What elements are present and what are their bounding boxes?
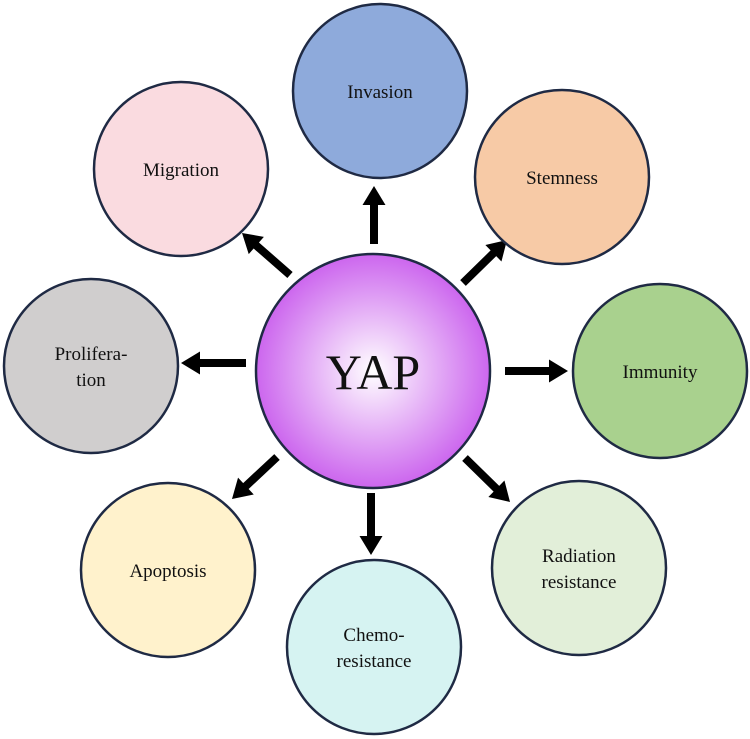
node-label-chemo-resistance: resistance	[337, 651, 412, 672]
arrow-to-migration	[242, 232, 293, 279]
node-circle-stemness	[473, 88, 651, 266]
arrow-to-stemness	[460, 239, 507, 286]
node-label-proliferation: Prolifera-	[55, 344, 128, 365]
node-immunity: Immunity	[571, 282, 749, 460]
node-circle-apoptosis	[79, 481, 257, 659]
center-circle	[254, 252, 492, 490]
node-label-immunity: Immunity	[623, 362, 698, 383]
arrow-to-chemo-resistance	[359, 493, 383, 555]
node-radiation-resistance: Radiation resistance	[490, 479, 668, 657]
node-invasion: Invasion	[291, 2, 469, 180]
node-proliferation: Prolifera-tion	[2, 277, 180, 455]
node-chemo-resistance: Chemo-resistance	[285, 558, 463, 736]
center-label: YAP	[326, 344, 420, 400]
arrows	[181, 186, 568, 555]
arrow-to-apoptosis	[232, 454, 280, 500]
node-label-apoptosis: Apoptosis	[129, 561, 206, 582]
node-label-radiation-resistance: resistance	[542, 572, 617, 593]
node-apoptosis: Apoptosis	[79, 481, 257, 659]
arrow-to-radiation-resistance	[462, 455, 511, 503]
node-circle-immunity	[571, 282, 749, 460]
node-label-invasion: Invasion	[347, 82, 413, 103]
node-label-radiation-resistance: Radiation	[542, 546, 616, 567]
node-stemness: Stemness	[473, 88, 651, 266]
node-label-stemness: Stemness	[526, 168, 598, 189]
node-label-proliferation: tion	[76, 370, 106, 391]
node-label-chemo-resistance: Chemo-	[343, 625, 404, 646]
node-migration: Migration	[92, 80, 270, 258]
arrow-to-proliferation	[181, 351, 246, 375]
node-circle-proliferation	[2, 277, 180, 455]
arrow-to-invasion	[362, 186, 386, 244]
node-circle-chemo-resistance	[285, 558, 463, 736]
node-circle-migration	[92, 80, 270, 258]
node-label-migration: Migration	[143, 160, 219, 181]
node-circle-invasion	[291, 2, 469, 180]
node-circle-radiation-resistance	[490, 479, 668, 657]
center-node: YAP	[254, 252, 492, 490]
arrow-to-immunity	[505, 359, 568, 383]
